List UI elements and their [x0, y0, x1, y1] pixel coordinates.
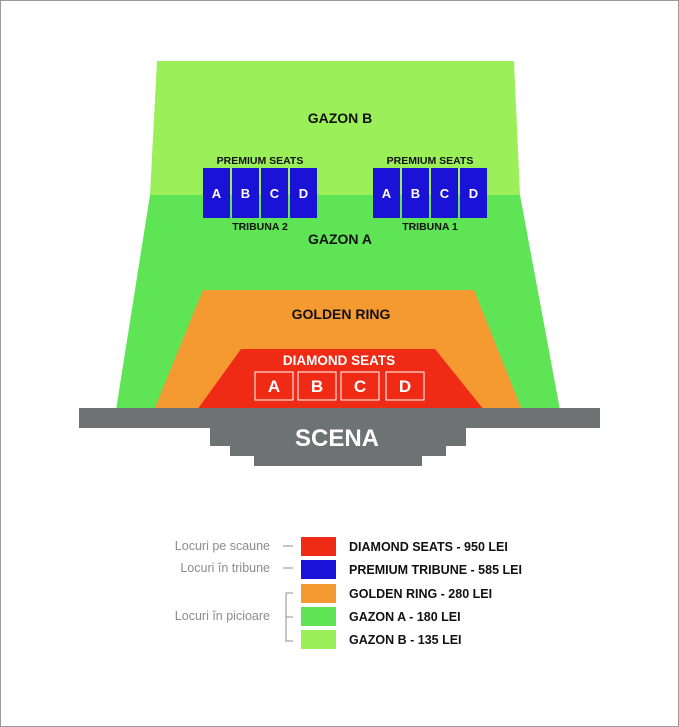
tribune-1-section-a-label: A: [382, 186, 392, 201]
diamond-section-c-label: C: [354, 377, 366, 396]
tribune-1-section-b[interactable]: B: [402, 168, 429, 218]
diamond-section-a-label: A: [268, 377, 280, 396]
tribune-1-section-a[interactable]: A: [373, 168, 400, 218]
diamond-section-c[interactable]: C: [340, 371, 380, 401]
golden-ring-label: GOLDEN RING: [292, 306, 391, 322]
diamond-section-b[interactable]: B: [297, 371, 337, 401]
tribune-1-header: PREMIUM SEATS: [387, 155, 474, 167]
tribune-2-section-d-label: D: [299, 186, 308, 201]
tribune-2-name: TRIBUNA 2: [232, 221, 288, 233]
tribune-1: PREMIUM SEATS A B C D TRIBUNA 1: [373, 155, 487, 233]
legend-category-standing: Locuri în picioare: [175, 609, 270, 623]
legend-bracket-standing: [285, 592, 293, 642]
legend-item-diamond: DIAMOND SEATS - 950 LEI: [301, 537, 508, 556]
tribune-2-section-a[interactable]: A: [203, 168, 230, 218]
gazon-b-label: GAZON B: [308, 110, 373, 126]
legend-swatch-gazon-a: [301, 607, 336, 626]
legend-label-gazon-a: GAZON A - 180 LEI: [349, 610, 461, 624]
tribune-1-section-c[interactable]: C: [431, 168, 458, 218]
legend-label-diamond: DIAMOND SEATS - 950 LEI: [349, 540, 508, 554]
tribune-2-section-d[interactable]: D: [290, 168, 317, 218]
legend: Locuri pe scaune Locuri în tribune Locur…: [175, 537, 522, 649]
tribune-2-section-c[interactable]: C: [261, 168, 288, 218]
diamond-seats-label: DIAMOND SEATS: [283, 353, 395, 368]
diamond-section-a[interactable]: A: [254, 371, 294, 401]
tribune-2-header: PREMIUM SEATS: [217, 155, 304, 167]
tribune-1-section-b-label: B: [411, 186, 420, 201]
legend-swatch-gazon-b: [301, 630, 336, 649]
tribune-1-name: TRIBUNA 1: [402, 221, 458, 233]
tribune-1-section-d[interactable]: D: [460, 168, 487, 218]
legend-item-golden-ring: GOLDEN RING - 280 LEI: [301, 584, 492, 603]
diamond-section-b-label: B: [311, 377, 323, 396]
legend-swatch-golden-ring: [301, 584, 336, 603]
legend-item-gazon-a: GAZON A - 180 LEI: [301, 607, 461, 626]
tribune-2-section-a-label: A: [212, 186, 222, 201]
tribune-1-section-c-label: C: [440, 186, 450, 201]
diamond-section-d[interactable]: D: [385, 371, 425, 401]
legend-swatch-diamond: [301, 537, 336, 556]
tribune-2-section-b[interactable]: B: [232, 168, 259, 218]
stage-label: SCENA: [295, 425, 379, 452]
legend-label-gazon-b: GAZON B - 135 LEI: [349, 633, 462, 647]
tribune-2: PREMIUM SEATS A B C D TRIBUNA 2: [203, 155, 317, 233]
legend-label-golden-ring: GOLDEN RING - 280 LEI: [349, 587, 492, 601]
tribune-2-section-b-label: B: [241, 186, 250, 201]
gazon-b-area[interactable]: [150, 61, 520, 195]
legend-label-premium: PREMIUM TRIBUNE - 585 LEI: [349, 563, 522, 577]
tribune-1-section-d-label: D: [469, 186, 478, 201]
legend-category-tribune: Locuri în tribune: [180, 561, 270, 575]
gazon-a-label: GAZON A: [308, 231, 372, 247]
legend-item-premium: PREMIUM TRIBUNE - 585 LEI: [301, 560, 522, 579]
legend-swatch-premium: [301, 560, 336, 579]
legend-category-seated: Locuri pe scaune: [175, 539, 270, 553]
stage: [79, 408, 600, 466]
legend-item-gazon-b: GAZON B - 135 LEI: [301, 630, 462, 649]
diamond-sections: A B C D: [254, 371, 425, 401]
tribune-2-section-c-label: C: [270, 186, 280, 201]
diamond-section-d-label: D: [399, 377, 411, 396]
